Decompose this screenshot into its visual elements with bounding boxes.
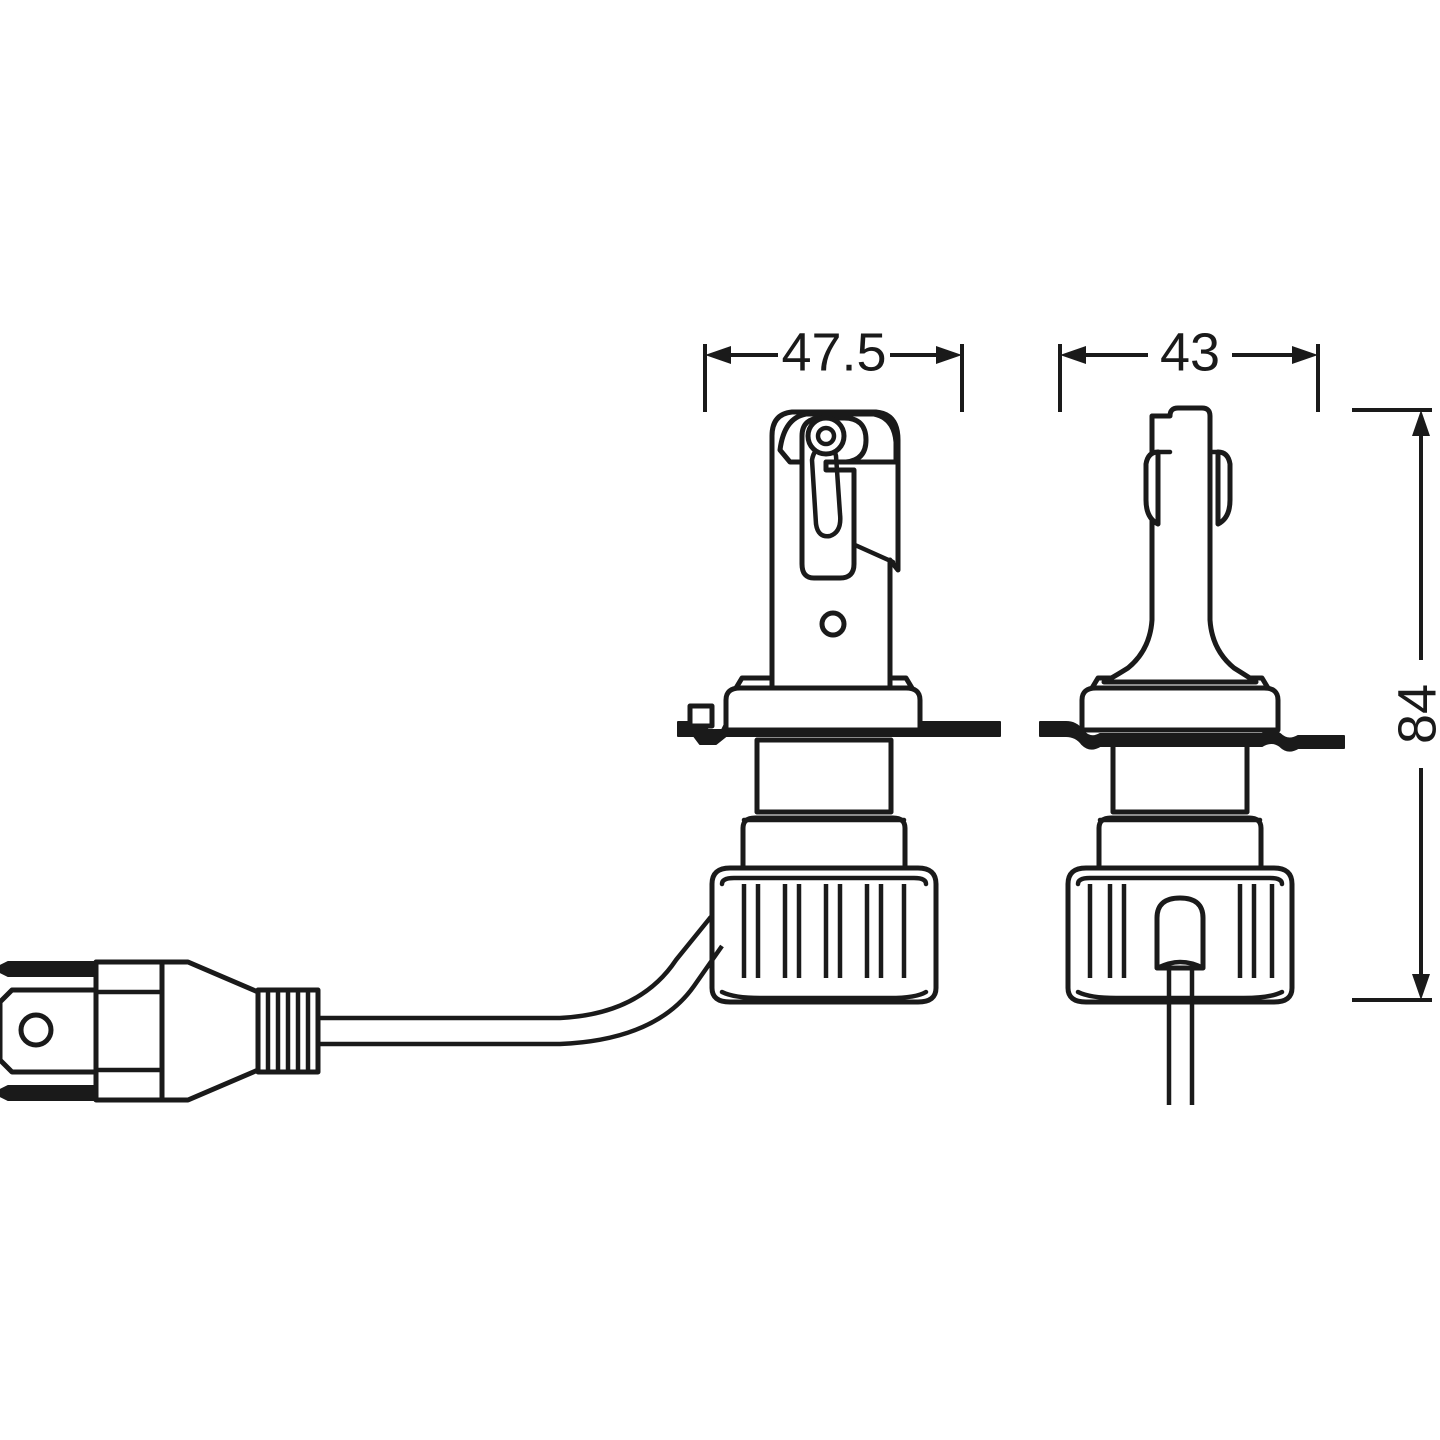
clip-pivot-ring-outer-front	[805, 415, 847, 457]
heatsink-top-lip-front	[719, 875, 929, 887]
strain-relief-ribs	[265, 990, 311, 1072]
cable-end-cap	[707, 913, 715, 921]
blade-terminal-bottom	[0, 1085, 97, 1101]
spring-clip-side	[1143, 449, 1161, 527]
blade-terminal-top	[0, 961, 97, 977]
dimension-height: 84	[1352, 408, 1440, 1002]
cable-grommet-side	[1154, 959, 1206, 971]
collar-side	[1110, 737, 1250, 815]
arrow-head-bottom	[1412, 974, 1430, 1000]
ground-hole	[18, 1012, 54, 1048]
mounting-flange-band-side	[1039, 721, 1345, 752]
locating-tab-front	[687, 703, 715, 729]
dimension-width-front: 47.5	[703, 322, 964, 412]
heatsink-shoulder-side	[1096, 815, 1264, 871]
heatsink-bottom-lip-side	[1075, 989, 1285, 1001]
plug-body-block	[93, 959, 165, 1103]
mounting-flange-body-front	[723, 685, 923, 733]
plug-body-taper	[157, 959, 261, 1103]
power-cable-assembly	[0, 913, 724, 1103]
cable-lower-edge	[318, 944, 724, 1047]
led-blade-side	[1101, 405, 1259, 685]
cable-upper-edge	[318, 916, 712, 1021]
front-view-bulb	[677, 409, 1001, 1005]
heatsink-shoulder-front	[740, 815, 908, 871]
mounting-flange-body-side	[1079, 685, 1281, 733]
arrow-head-right	[936, 346, 962, 364]
blade-plate-right-step-front	[852, 542, 896, 565]
dimension-label-43: 43	[1160, 322, 1220, 382]
mounting-hole-front	[819, 610, 847, 638]
heatsink-top-lip-side	[1075, 875, 1285, 887]
dimension-label-47-5: 47.5	[781, 322, 886, 382]
heatsink-bottom-lip-front	[719, 989, 929, 1001]
cable-outlet-boss-side	[1154, 895, 1206, 971]
dimension-label-84: 84	[1387, 684, 1440, 744]
cooling-fins-front	[741, 884, 907, 978]
plug-body-mid-band	[93, 989, 165, 1073]
arrow-head-right	[1292, 346, 1318, 364]
spring-clip-right-side	[1215, 449, 1233, 527]
cooling-fins-side	[1087, 884, 1275, 978]
arrow-head-top	[1412, 410, 1430, 436]
collar-front	[754, 737, 894, 815]
side-view-bulb	[1039, 405, 1345, 1105]
clip-pivot-ring-inner-front	[815, 425, 837, 447]
arrow-head-left	[705, 346, 731, 364]
dimension-width-side: 43	[1058, 322, 1320, 412]
arrow-head-left	[1060, 346, 1086, 364]
